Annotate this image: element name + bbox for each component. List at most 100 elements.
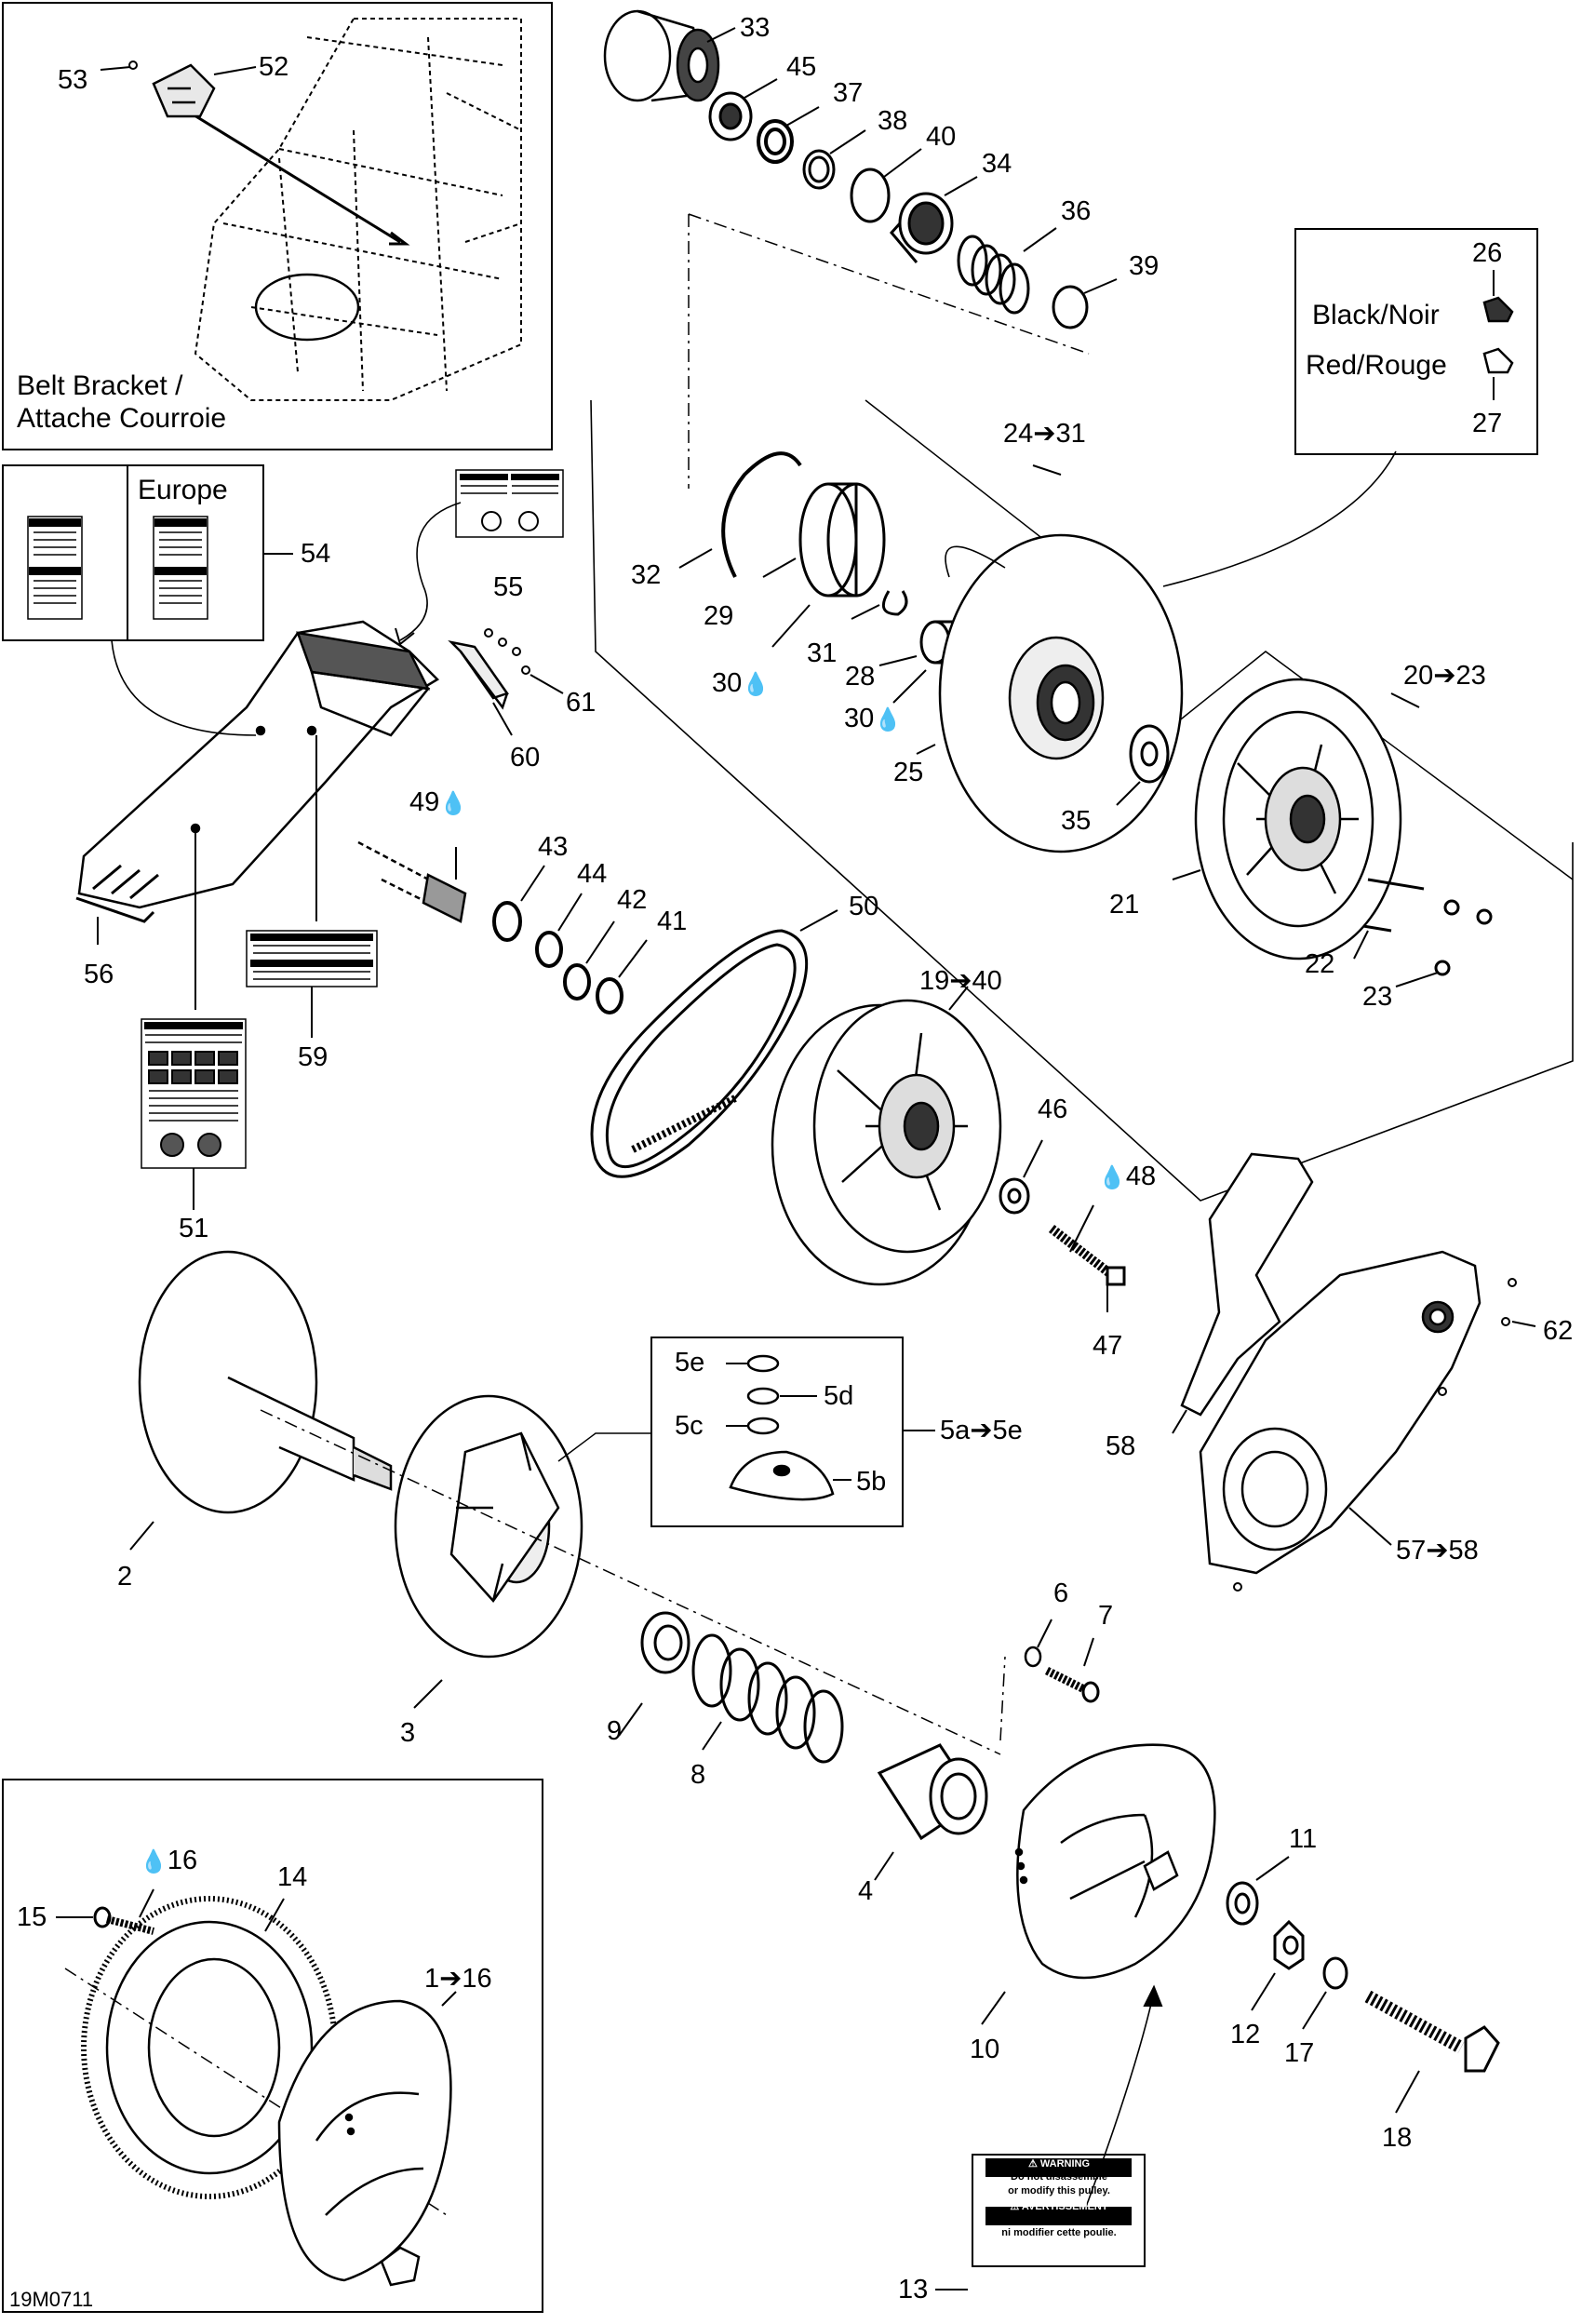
decal-51 — [141, 1018, 247, 1169]
decal-55 — [455, 469, 564, 538]
callout-49: 49💧 — [409, 789, 467, 816]
callout-31: 31 — [807, 638, 838, 668]
callout-44: 44 — [577, 859, 608, 889]
callout-43: 43 — [538, 832, 569, 862]
bolt-18 — [1364, 1990, 1500, 2073]
callout-58: 58 — [1106, 1431, 1136, 1461]
seal-37 — [757, 119, 794, 164]
leader-31 — [851, 604, 880, 620]
diagram-id: 19M0711 — [9, 2288, 94, 2311]
bolt-53 — [128, 60, 138, 70]
leader-42 — [585, 920, 615, 964]
governor-cup-4 — [877, 1743, 988, 1841]
leader-24-31-arrow — [945, 545, 1006, 578]
belt-guard — [75, 620, 440, 923]
bushing-34 — [890, 192, 954, 263]
callout-61: 61 — [566, 688, 597, 718]
leader-30a — [771, 604, 811, 648]
leader-1-16 — [441, 1991, 457, 2007]
callout-42: 42 — [617, 885, 648, 915]
callout-30b-num: 30 — [844, 704, 875, 733]
washers-41-44 — [492, 901, 623, 1014]
callout-48: 💧48 — [1098, 1163, 1156, 1190]
callout-53: 53 — [58, 65, 88, 95]
callout-19-40: 19➔40 — [919, 966, 1002, 996]
arrow-55 — [395, 627, 415, 646]
callout-29: 29 — [704, 601, 734, 631]
washer-46 — [999, 1177, 1030, 1215]
leader-18 — [1395, 2070, 1420, 2114]
outer-half-10 — [1014, 1743, 1216, 1980]
callout-5b: 5b — [856, 1467, 887, 1497]
leader-46 — [1023, 1139, 1043, 1178]
callout-60: 60 — [510, 743, 541, 772]
leader-13-arrow — [1079, 1991, 1155, 2225]
callout-11: 11 — [1289, 1824, 1318, 1854]
washer-45 — [708, 91, 753, 141]
warning-line1: Do not disassemble — [1011, 2171, 1107, 2183]
callout-5e: 5e — [675, 1348, 705, 1377]
callout-25: 25 — [893, 758, 924, 787]
cover-57 — [1199, 1250, 1481, 1575]
leader-12 — [1251, 1972, 1276, 2011]
callout-55: 55 — [493, 572, 524, 602]
callout-48-num: 48 — [1125, 1162, 1157, 1191]
callout-16-num: 16 — [167, 1846, 198, 1875]
oil-drop-icon: 💧 — [742, 672, 771, 697]
leader-34 — [944, 176, 978, 196]
fixed-half-2 — [138, 1250, 393, 1514]
screws-61 — [484, 628, 530, 675]
callout-39: 39 — [1129, 251, 1160, 281]
screw-15 — [93, 1906, 155, 1935]
leader-60 — [492, 702, 513, 736]
screw-7 — [1044, 1666, 1100, 1703]
leader-50 — [799, 909, 838, 932]
callout-41: 41 — [657, 907, 688, 936]
callout-5a-5e: 5a➔5e — [940, 1416, 1023, 1445]
ring-40 — [850, 168, 891, 223]
avert-line2: ni modifier cette poulie. — [1001, 2227, 1117, 2239]
callout-18: 18 — [1382, 2123, 1413, 2153]
callout-57-58: 57➔58 — [1396, 1536, 1479, 1565]
callout-62: 62 — [1543, 1316, 1574, 1346]
callout-46: 46 — [1038, 1095, 1068, 1124]
dash-dot-axis-upper — [688, 213, 1090, 489]
belt-bracket-line1: Belt Bracket / — [17, 370, 183, 401]
decal-54-right — [153, 516, 208, 620]
warning-header: ⚠ WARNING — [1027, 2158, 1091, 2170]
ring-39 — [1052, 285, 1089, 329]
callout-37: 37 — [833, 78, 864, 108]
leader-11 — [1255, 1856, 1290, 1881]
callout-35: 35 — [1061, 806, 1092, 836]
callout-3: 3 — [400, 1718, 416, 1748]
leader-14 — [264, 1898, 285, 1932]
callout-49-num: 49 — [409, 787, 440, 817]
leader-33 — [706, 27, 736, 43]
oil-drop-icon: 💧 — [874, 707, 903, 732]
leader-6 — [1037, 1619, 1052, 1648]
callout-13: 13 — [898, 2275, 929, 2304]
callout-36: 36 — [1061, 196, 1092, 226]
ring-gear-inset-box — [2, 1779, 543, 2313]
leader-key — [1162, 450, 1397, 587]
callout-5c: 5c — [675, 1411, 704, 1441]
pins-22 — [1362, 878, 1425, 933]
dash-line-cam-box — [557, 1432, 651, 1462]
leader-43 — [520, 865, 545, 902]
cam-slider-parts — [729, 1354, 835, 1501]
leader-39 — [1083, 278, 1118, 294]
leader-4 — [874, 1851, 894, 1881]
leader-53 — [100, 66, 131, 71]
leader-48 — [1069, 1204, 1094, 1253]
leader-35 — [1116, 781, 1141, 806]
spring-36 — [957, 235, 1030, 315]
callout-30a: 30💧 — [712, 670, 770, 697]
leader-19-40 — [948, 986, 969, 1011]
belt-bracket-shaft — [157, 91, 401, 244]
callout-54: 54 — [301, 539, 331, 569]
leader-32 — [678, 548, 713, 569]
leader-3 — [413, 1679, 443, 1709]
callout-14: 14 — [277, 1862, 308, 1892]
ring-gear-14 — [81, 1896, 338, 2199]
